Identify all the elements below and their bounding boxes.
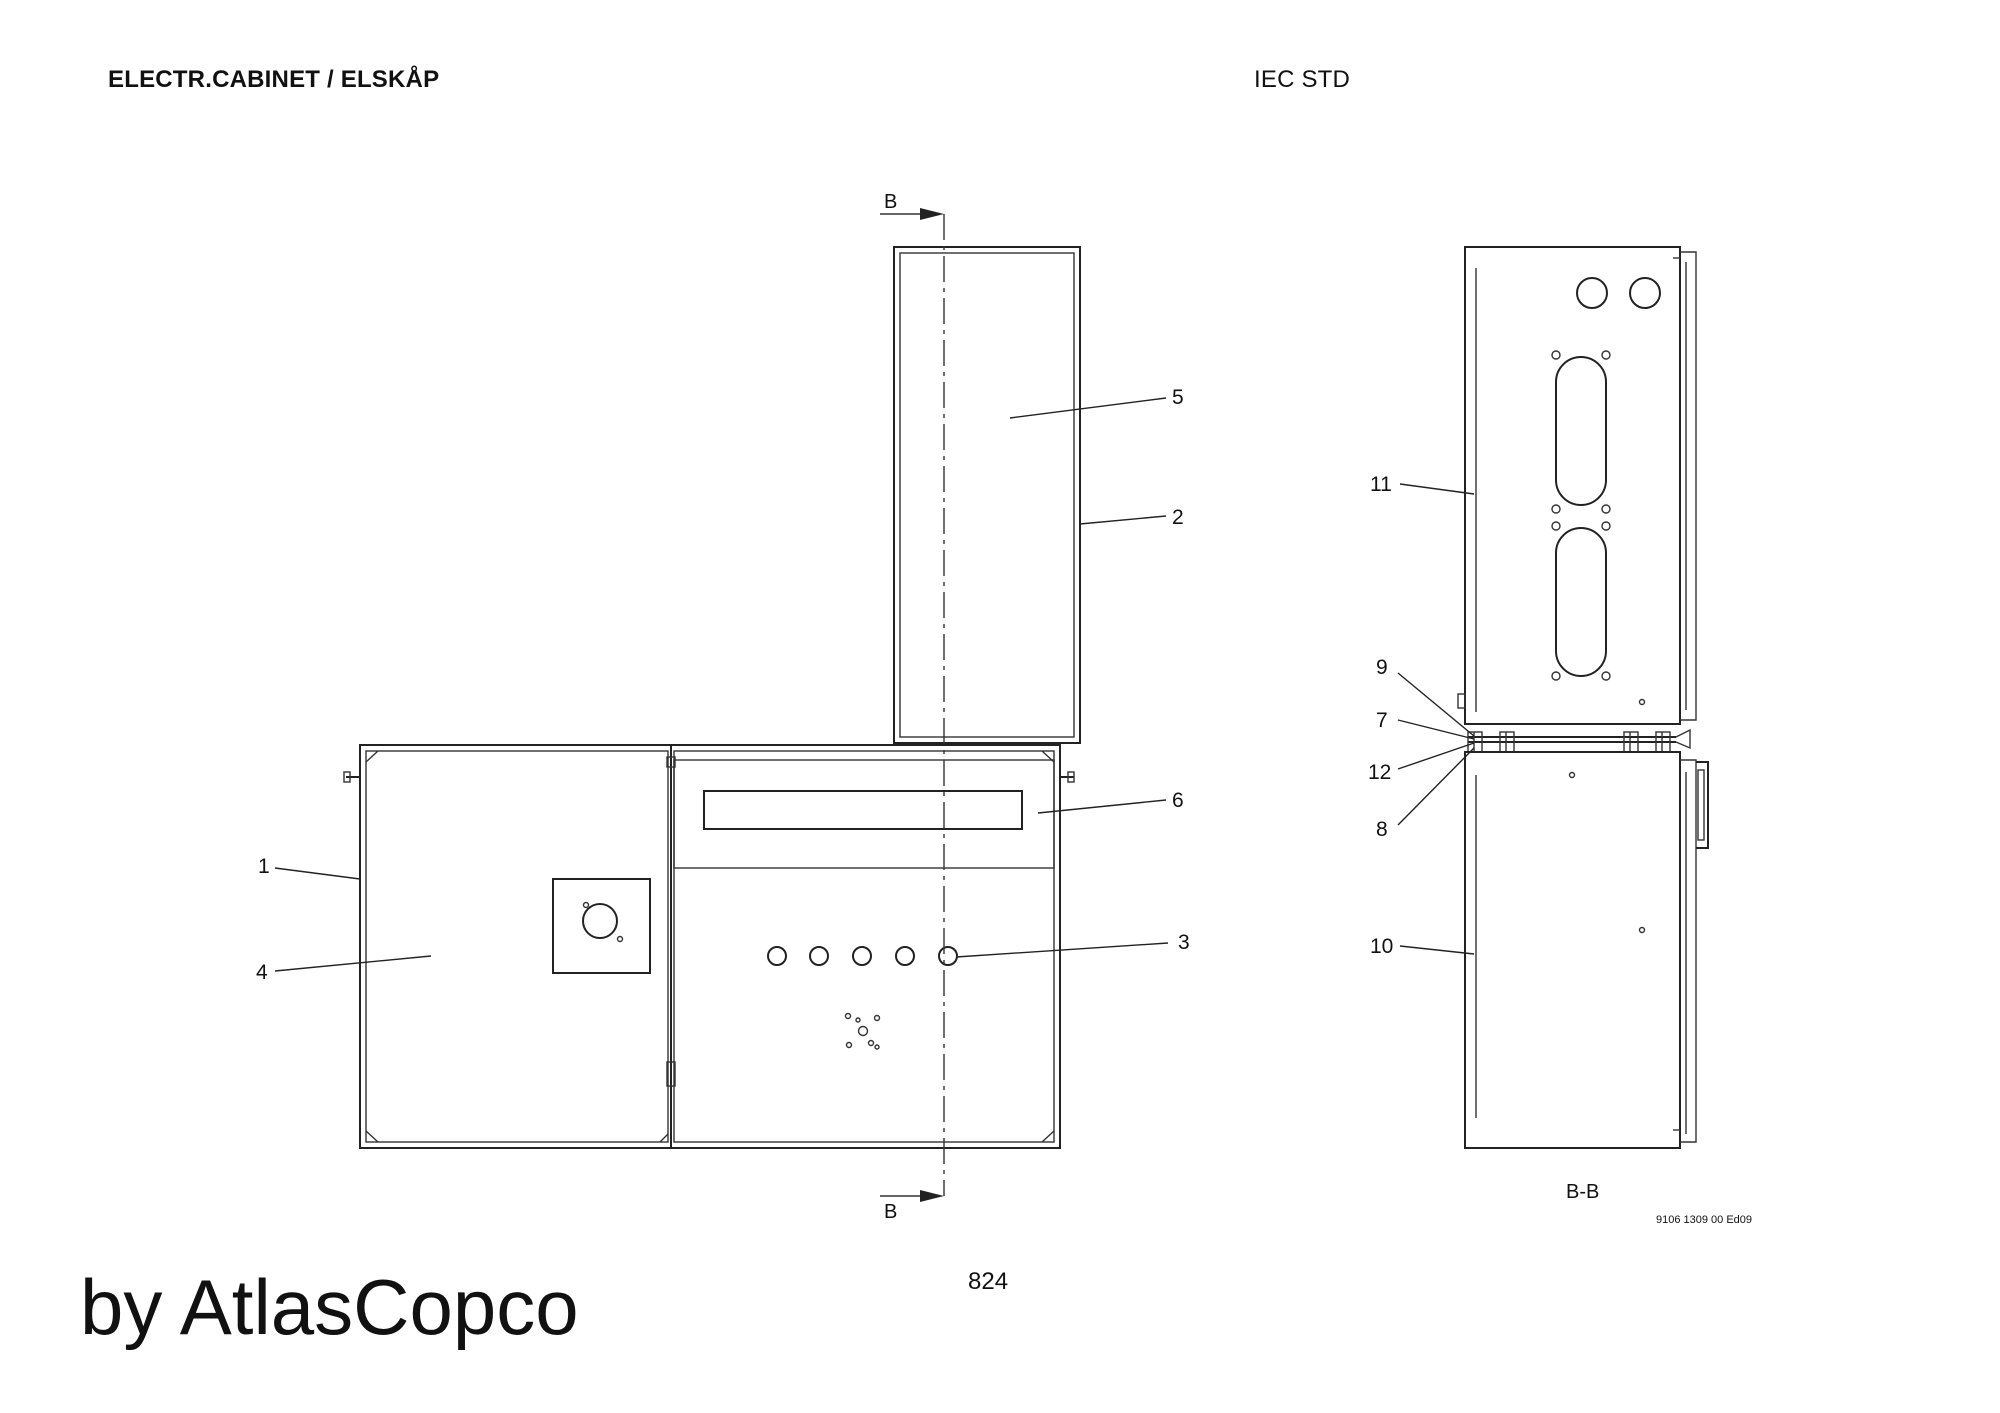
bolt-shafts [1473, 732, 1663, 752]
lower-section-outline [1464, 751, 1681, 1149]
cabinet-outline [359, 744, 1061, 1149]
leader-12 [1397, 742, 1475, 770]
callout-5: 5 [1172, 386, 1184, 409]
pattern-hole [874, 1044, 880, 1050]
lower-small-hole [1638, 926, 1646, 934]
indicator-hole-2 [809, 946, 829, 966]
pattern-hole [867, 1039, 875, 1047]
slot-screw [1551, 521, 1561, 531]
lower-small-hole [1568, 771, 1576, 779]
standard-label: IEC STD [1254, 66, 1351, 93]
leader-9 [1397, 672, 1475, 737]
pattern-hole [845, 1041, 853, 1049]
brand-watermark: by AtlasCopco [80, 1263, 579, 1351]
upper-tab [1457, 693, 1466, 709]
section-arrow-top-head [920, 208, 944, 220]
leader-4 [274, 955, 432, 972]
slot-screw [1601, 504, 1611, 514]
indicator-hole-5 [938, 946, 958, 966]
pattern-hole [855, 1017, 861, 1023]
upper-door-edge [1680, 251, 1697, 721]
callout-12: 12 [1368, 761, 1391, 784]
leader-6 [1037, 799, 1167, 814]
leader-3 [955, 942, 1169, 958]
switch-screw-2 [616, 935, 624, 943]
slot-screw [1601, 521, 1611, 531]
slot-screw [1601, 671, 1611, 681]
leader-7 [1397, 719, 1475, 740]
right-door-panel [673, 750, 1055, 1143]
pattern-hole [844, 1012, 852, 1020]
upper-small-hole [1638, 698, 1646, 706]
section-view-label: B-B [1566, 1181, 1599, 1203]
door-handle-grip [1697, 769, 1705, 841]
switch-hole [582, 903, 618, 939]
switch-screw-1 [582, 901, 590, 909]
section-marker-bottom: B [884, 1201, 897, 1223]
callout-10: 10 [1370, 935, 1393, 958]
callout-4: 4 [256, 961, 268, 984]
callout-1: 1 [258, 855, 270, 878]
callout-11: 11 [1370, 473, 1392, 496]
leader-5 [1009, 397, 1167, 419]
leader-10 [1399, 945, 1475, 955]
indicator-hole-3 [852, 946, 872, 966]
page-number: 824 [968, 1268, 1009, 1295]
callout-7: 7 [1376, 709, 1388, 732]
leader-1 [274, 867, 361, 880]
hinge-bottom [666, 1061, 676, 1087]
joint-clip [1675, 728, 1691, 750]
display-frame [673, 759, 1055, 869]
leader-11 [1399, 483, 1475, 495]
slot-screw [1601, 350, 1611, 360]
display-window [703, 790, 1023, 830]
cable-slot-1 [1555, 356, 1607, 506]
callout-9: 9 [1376, 656, 1388, 679]
callout-2: 2 [1172, 506, 1184, 529]
pattern-hole [873, 1014, 881, 1022]
pattern-hole [857, 1025, 869, 1037]
cable-hole-2 [1629, 277, 1661, 309]
cable-slot-2 [1555, 527, 1607, 677]
cable-hole-1 [1576, 277, 1608, 309]
left-door-panel [365, 750, 669, 1143]
leader-2 [1079, 515, 1167, 525]
lower-door-edge [1680, 759, 1697, 1143]
section-marker-top: B [884, 191, 897, 213]
door-handle [1696, 761, 1709, 849]
roof-box-inner [899, 252, 1075, 738]
upper-section-outline [1464, 246, 1681, 725]
callout-3: 3 [1178, 931, 1190, 954]
slot-screw [1551, 504, 1561, 514]
leader-8 [1397, 747, 1475, 826]
section-view: 11 10 9 7 12 8 B-B 9106 1309 00 Ed09 [1368, 246, 1752, 1226]
slot-screw [1551, 350, 1561, 360]
document-number: 9106 1309 00 Ed09 [1656, 1214, 1752, 1226]
drawing-title: ELECTR.CABINET / ELSKÅP [108, 66, 440, 93]
slot-screw [1551, 671, 1561, 681]
callout-6: 6 [1172, 789, 1184, 812]
corner-ticks [365, 750, 1055, 1143]
switch-mount-plate [552, 878, 651, 974]
indicator-hole-4 [895, 946, 915, 966]
roof-box-outer [893, 246, 1081, 744]
indicator-hole-1 [767, 946, 787, 966]
front-view: B B 1 2 3 4 5 6 [256, 191, 1190, 1223]
left-handle-tip [343, 771, 351, 783]
right-handle-tip [1067, 771, 1075, 783]
section-arrow-bottom-head [920, 1190, 944, 1202]
hinge-top [666, 756, 676, 768]
callout-8: 8 [1376, 818, 1388, 841]
